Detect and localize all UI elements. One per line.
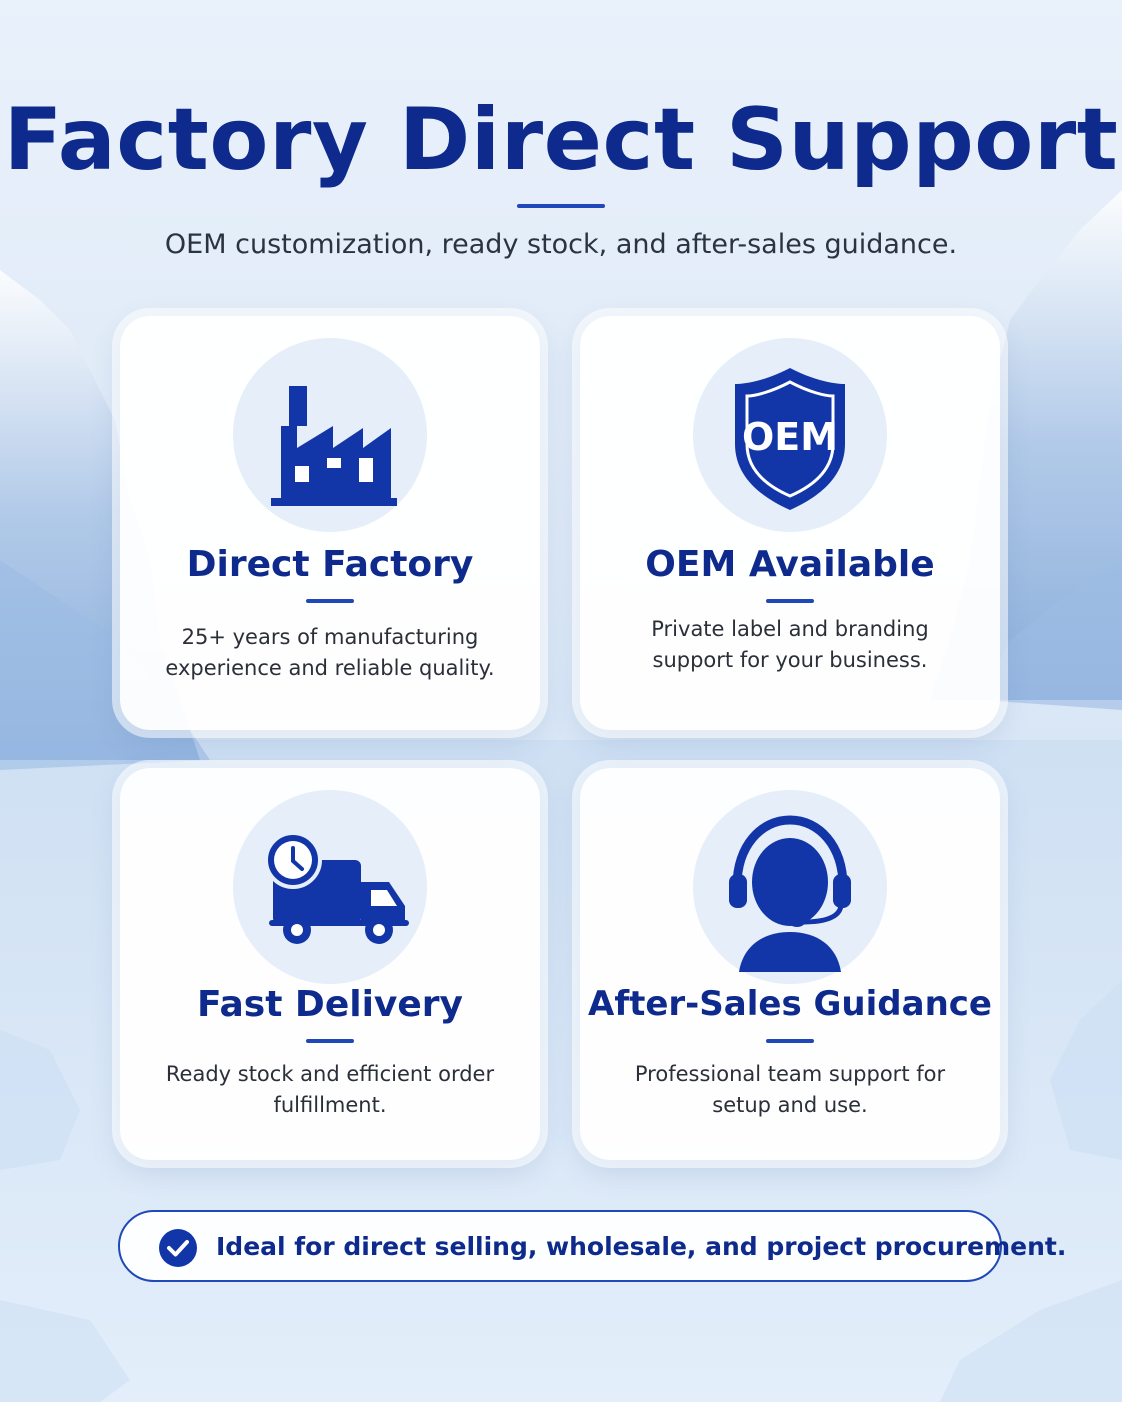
feature-description: 25+ years of manufacturing experience an…	[165, 625, 495, 680]
factory-icon	[233, 338, 427, 532]
check-circle-icon	[159, 1229, 197, 1267]
feature-title: Direct Factory	[186, 544, 474, 585]
feature-divider	[766, 1039, 814, 1043]
feature-divider	[766, 599, 814, 603]
shield-icon: OEM	[693, 338, 887, 532]
feature-title: After-Sales Guidance	[588, 984, 992, 1024]
feature-description: Professional team support for setup and …	[634, 1062, 946, 1117]
feature-description: Ready stock and efficient order fulfillm…	[165, 1062, 495, 1117]
headset-agent-icon	[693, 790, 887, 984]
page-title: Factory Direct Support	[3, 90, 1119, 190]
feature-card-direct-factory: Direct Factory 25+ years of manufacturin…	[120, 316, 540, 730]
feature-divider	[306, 599, 354, 603]
banner-text: Ideal for direct selling, wholesale, and…	[216, 1232, 1067, 1261]
feature-divider	[306, 1039, 354, 1043]
feature-title: OEM Available	[645, 544, 935, 585]
page-subtitle: OEM customization, ready stock, and afte…	[164, 229, 958, 260]
feature-card-oem-available: OEM OEM Available Private label and bran…	[580, 316, 1000, 730]
feature-description: Private label and branding support for y…	[651, 617, 929, 672]
feature-title: Fast Delivery	[196, 984, 464, 1025]
feature-card-after-sales-guidance: After-Sales Guidance Professional team s…	[580, 768, 1000, 1160]
feature-card-fast-delivery: Fast Delivery Ready stock and efficient …	[120, 768, 540, 1160]
ideal-use-banner: Ideal for direct selling, wholesale, and…	[118, 1210, 1067, 1282]
shield-icon-label: OEM	[742, 415, 838, 459]
delivery-truck-clock-icon	[233, 790, 427, 984]
title-divider	[517, 204, 605, 208]
